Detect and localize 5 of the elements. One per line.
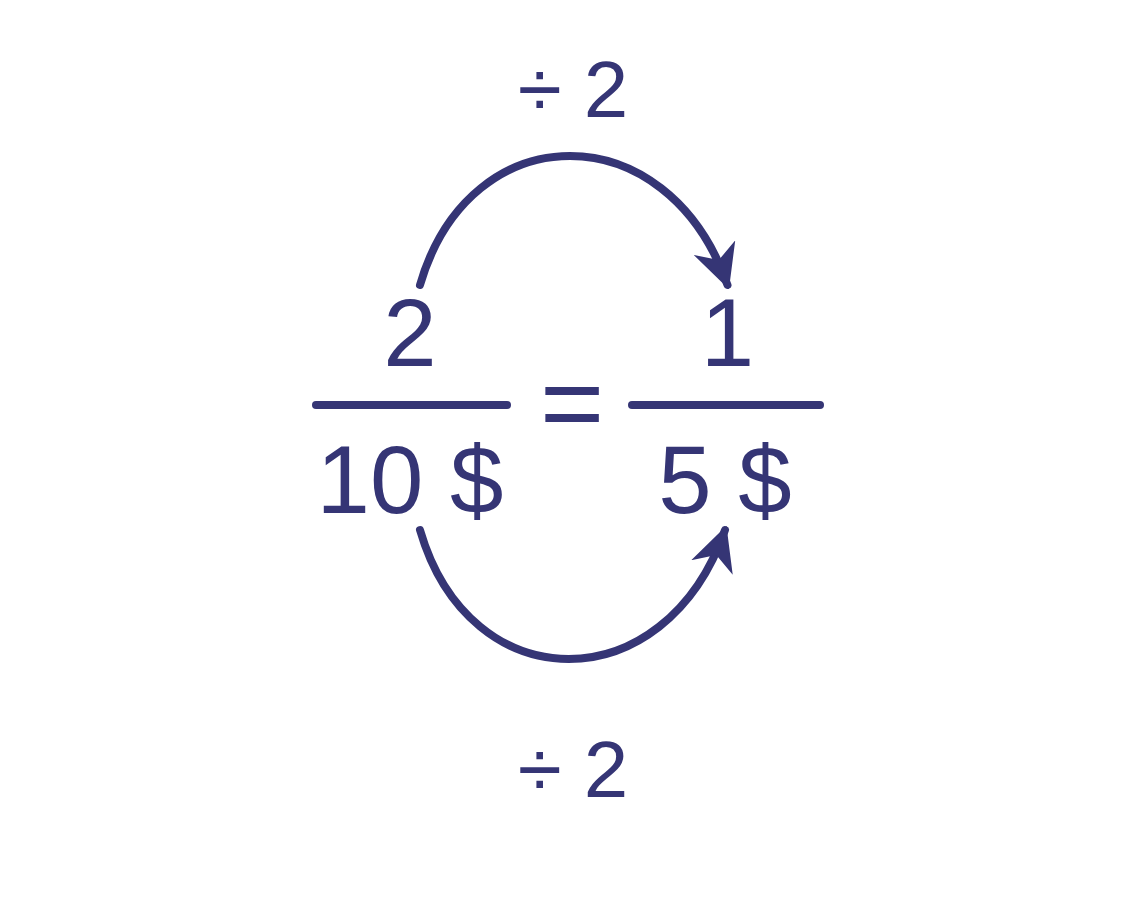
equals-sign: = [540,352,605,452]
fraction-term: 2 [365,285,455,380]
fraction-term: 1 [680,285,775,380]
fraction-term: 10 $ [310,430,510,530]
fraction-term: 5 $ [640,430,810,530]
